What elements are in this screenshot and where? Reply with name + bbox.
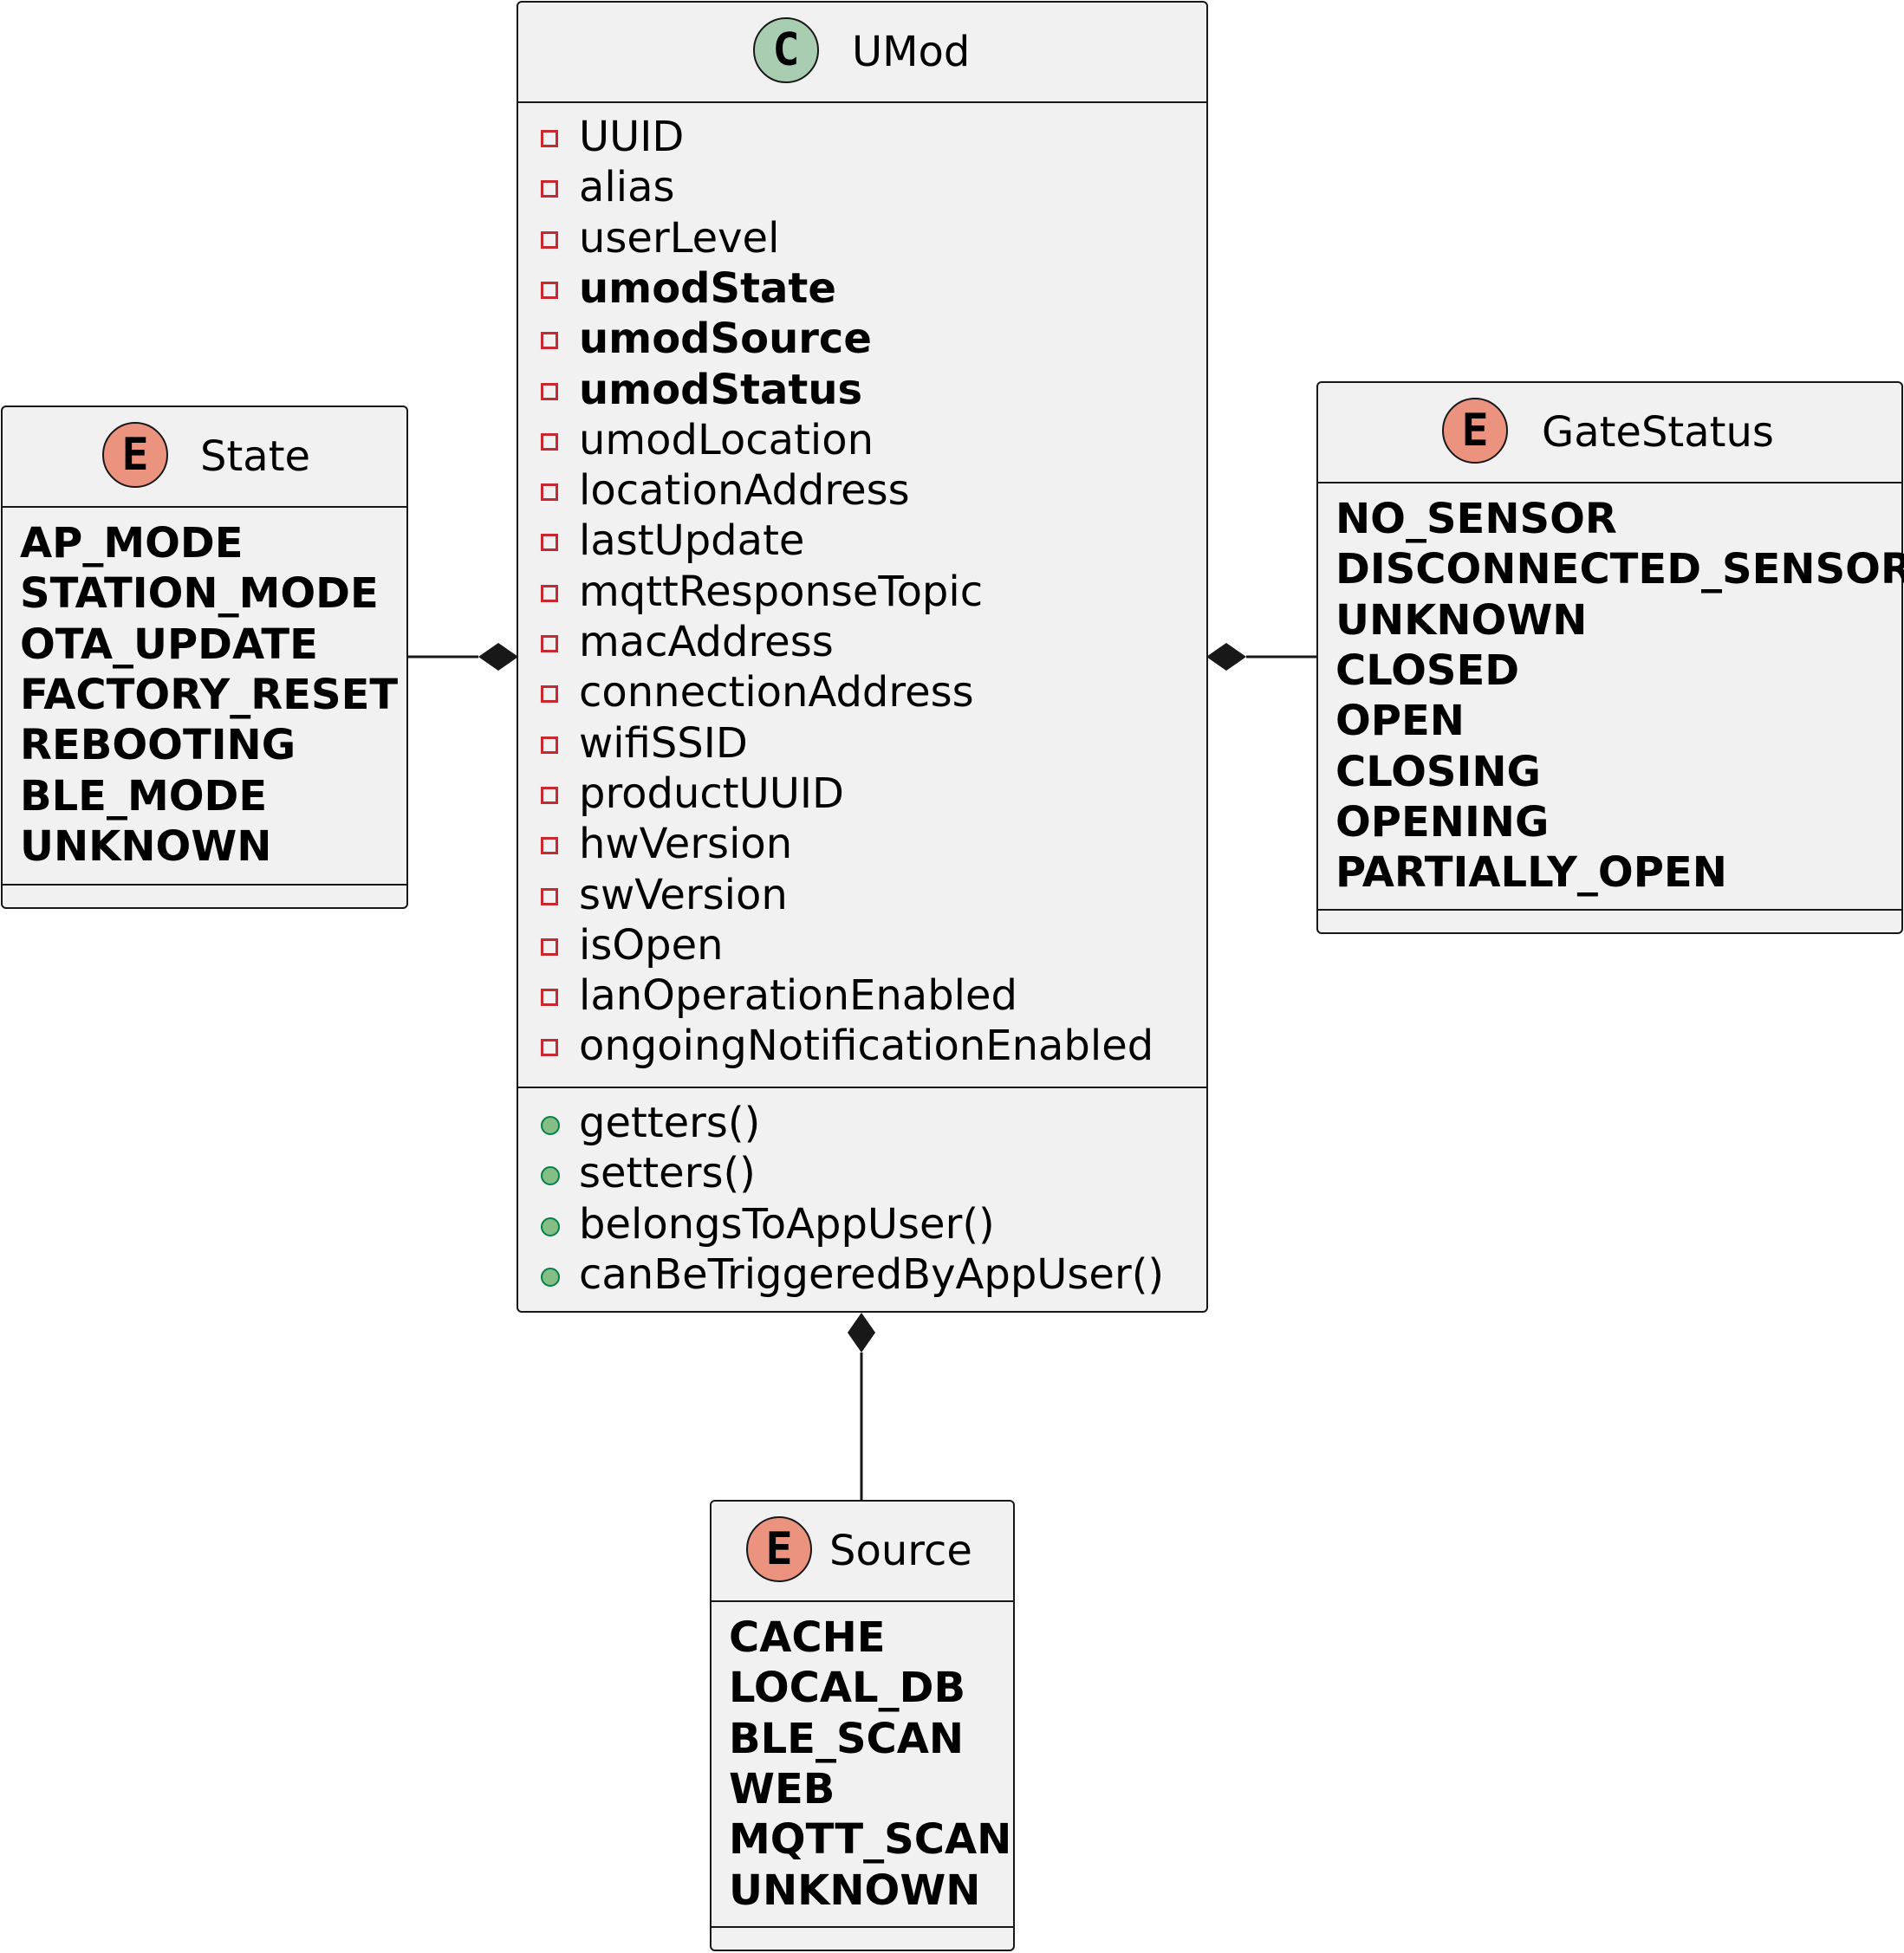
private-visibility-icon [541,837,558,854]
enum-value: UNKNOWN [729,1866,981,1915]
public-visibility-icon [541,1217,560,1236]
enum-stereotype-icon: E [102,422,168,488]
enum-value: MQTT_SCAN [729,1815,1012,1864]
enum-value: OPENING [1335,798,1550,847]
private-visibility-icon [541,282,558,299]
umod-methods: getters()setters()belongsToAppUser()canB… [518,1098,1206,1306]
class-field: alias [579,163,675,211]
enum-value: UNKNOWN [20,822,272,871]
enum-value: LOCAL_DB [729,1664,966,1712]
composition-umod-state [407,643,518,671]
class-field: productUUID [579,769,844,818]
private-visibility-icon [541,685,558,703]
enum-value: FACTORY_RESET [20,671,399,719]
enum-value: AP_MODE [20,519,244,568]
private-visibility-icon [541,180,558,198]
enum-value: CLOSED [1335,646,1520,695]
class-field: ongoingNotificationEnabled [579,1022,1154,1070]
umod-methods-divider [518,1087,1206,1088]
class-field: lastUpdate [579,516,805,565]
private-visibility-icon [541,332,558,349]
enum-value: BLE_SCAN [729,1715,965,1763]
class-method: belongsToAppUser() [579,1200,995,1249]
composition-diamond-source [848,1313,875,1353]
source-enum-bottom-divider [712,1926,1013,1928]
enum-stereotype-icon: E [1442,398,1508,464]
class-method: canBeTriggeredByAppUser() [579,1250,1165,1299]
private-visibility-icon [541,585,558,602]
private-visibility-icon [541,534,558,551]
gatestatus-enum-name: GateStatus [1542,408,1774,457]
public-visibility-icon [541,1116,560,1135]
class-method: getters() [579,1099,761,1147]
enum-value: WEB [729,1765,835,1814]
enum-value: NO_SENSOR [1335,495,1617,543]
enum-value: DISCONNECTED_SENSOR [1335,545,1904,594]
class-field: isOpen [579,921,724,970]
class-field: lanOperationEnabled [579,971,1018,1020]
enum-stereotype-icon: E [746,1516,812,1582]
composition-umod-gatestatus [1206,643,1317,671]
composition-umod-source [848,1313,875,1501]
class-field: connectionAddress [579,668,974,717]
private-visibility-icon [541,433,558,451]
public-visibility-icon [541,1166,560,1185]
class-field: wifiSSID [579,719,748,768]
class-method: setters() [579,1149,756,1197]
enum-value: CLOSING [1335,748,1541,796]
private-visibility-icon [541,130,558,147]
umod-class-header: C UMod [518,3,1206,103]
enum-value: PARTIALLY_OPEN [1335,848,1727,897]
state-enum-header: E State [3,407,406,508]
enum-value: STATION_MODE [20,569,379,618]
private-visibility-icon [541,989,558,1006]
private-visibility-icon [541,787,558,804]
class-field: hwVersion [579,820,793,868]
gatestatus-enum-header: E GateStatus [1318,383,1901,483]
enum-value: OPEN [1335,697,1465,745]
class-field: locationAddress [579,466,910,515]
private-visibility-icon [541,938,558,956]
class-field: userLevel [579,214,780,263]
enum-value: BLE_MODE [20,772,268,821]
private-visibility-icon [541,1039,558,1056]
private-visibility-icon [541,231,558,249]
class-field: umodSource [579,315,872,363]
class-field: swVersion [579,871,788,919]
class-field: macAddress [579,618,834,666]
enum-value: CACHE [729,1613,886,1662]
enum-value: OTA_UPDATE [20,620,318,669]
state-enum-name: State [200,432,311,481]
private-visibility-icon [541,383,558,400]
enum-value: UNKNOWN [1335,596,1588,645]
class-field: UUID [579,113,685,161]
source-enum-name: Source [829,1527,972,1575]
private-visibility-icon [541,483,558,501]
private-visibility-icon [541,888,558,905]
class-field: umodLocation [579,416,874,464]
class-field: umodState [579,264,836,313]
class-field: umodStatus [579,366,863,414]
state-enum-bottom-divider [3,884,406,886]
class-field: mqttResponseTopic [579,568,984,616]
gatestatus-enum-bottom-divider [1318,909,1901,911]
enum-value: REBOOTING [20,721,296,769]
private-visibility-icon [541,635,558,652]
composition-diamond-gatestatus [1206,643,1246,671]
class-stereotype-icon: C [753,17,819,83]
composition-diamond-state [478,643,518,671]
private-visibility-icon [541,736,558,754]
umod-class-name: UMod [852,28,971,76]
public-visibility-icon [541,1268,560,1287]
source-enum-header: E Source [712,1502,1013,1602]
